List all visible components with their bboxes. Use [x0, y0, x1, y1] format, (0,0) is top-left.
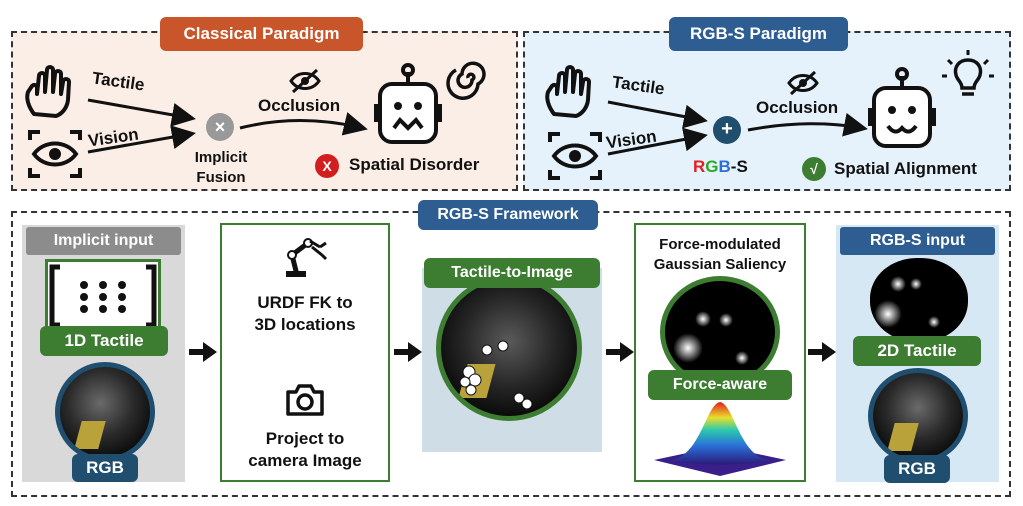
tactile-2d-label: 2D Tactile	[853, 336, 981, 366]
implicit-input-label: Implicit input	[26, 227, 181, 255]
projection-box	[220, 223, 390, 482]
hand-icon	[25, 65, 71, 118]
implicit-fusion-node: ×	[206, 113, 234, 141]
glow-2	[719, 313, 733, 327]
disorder-x-mark: X	[322, 158, 332, 174]
project-line2: camera Image	[248, 451, 362, 470]
tactile-1d-label: 1D Tactile	[40, 326, 168, 356]
arrow-2	[394, 342, 422, 362]
contact-points	[459, 340, 533, 410]
eye-icon-right	[548, 132, 602, 180]
project-text: Project to camera Image	[222, 428, 388, 472]
rgb-image-right	[868, 368, 968, 464]
urdf-line2: 3D locations	[254, 315, 356, 334]
rgbs-g: G	[705, 157, 719, 176]
gaussian-surface	[654, 402, 786, 476]
glow-3	[673, 333, 703, 363]
rgbs-framework-title: RGB-S Framework	[418, 200, 598, 230]
camera-icon	[286, 384, 324, 416]
glow-4	[735, 351, 749, 365]
robot-arm-icon	[286, 238, 328, 277]
hand-icon-right	[545, 65, 591, 118]
robot-confused-icon	[374, 63, 442, 144]
implicit-fusion-line2: Fusion	[196, 169, 246, 186]
spatial-alignment-label: Spatial Alignment	[834, 159, 977, 178]
rgb-label-right: RGB	[884, 455, 950, 483]
explicit-fusion-node: +	[713, 116, 741, 144]
arrow-4	[808, 342, 836, 362]
rgbs-input-label: RGB-S input	[840, 227, 995, 255]
glow-b	[910, 278, 922, 290]
arrow-3	[606, 342, 634, 362]
gripper-shape	[74, 421, 106, 449]
eye-icon	[28, 130, 82, 178]
rgbs-r: R	[693, 157, 706, 176]
force-aware-label: Force-aware	[648, 370, 792, 400]
fusion-x-mark: ×	[214, 117, 226, 137]
alignment-check-mark: √	[810, 161, 818, 177]
flow-arrows-left	[87, 98, 368, 154]
tactile-to-image-visual	[436, 275, 582, 421]
arrow-1	[189, 342, 217, 362]
glow-d	[928, 316, 940, 328]
fusion-plus-mark: +	[721, 118, 733, 140]
occlusion-label-right: Occlusion	[756, 98, 839, 117]
urdf-line1: URDF FK to	[257, 293, 353, 312]
lightbulb-icon	[942, 50, 994, 96]
rgbs-rest: -S	[730, 157, 748, 176]
rgbs-b: B	[718, 157, 731, 176]
disorder-x-badge: X	[315, 154, 339, 178]
gripper-shape	[887, 423, 919, 451]
rgbs-paradigm-title: RGB-S Paradigm	[669, 17, 848, 51]
urdf-fk-text: URDF FK to 3D locations	[222, 292, 388, 336]
spatial-disorder-label: Spatial Disorder	[349, 155, 480, 174]
eye-slash-icon	[289, 68, 321, 94]
eye-slash-icon-right	[787, 70, 819, 96]
saliency-line1: Force-modulated	[659, 236, 781, 253]
tactile-2d-map	[870, 258, 968, 342]
tactile-to-image-label: Tactile-to-Image	[424, 258, 600, 288]
implicit-fusion-line1: Implicit	[194, 149, 248, 166]
rgb-label-left: RGB	[72, 454, 138, 482]
classical-paradigm-title: Classical Paradigm	[160, 17, 363, 51]
project-line1: Project to	[265, 429, 345, 448]
glow-c	[874, 300, 902, 328]
glow-a	[890, 276, 906, 292]
implicit-fusion-label: Implicit Fusion	[186, 148, 256, 188]
rgbs-label: RGB-S	[693, 157, 748, 177]
saliency-line2: Gaussian Saliency	[653, 256, 787, 273]
alignment-check-badge: √	[802, 157, 826, 181]
flow-arrows-right	[607, 100, 868, 156]
rgb-image-left	[55, 362, 155, 462]
robot-happy-icon	[868, 67, 936, 148]
glow-1	[695, 311, 711, 327]
occlusion-label: Occlusion	[258, 96, 341, 115]
saliency-title: Force-modulated Gaussian Saliency	[636, 235, 804, 275]
spiral-icon	[446, 61, 486, 100]
tactile-sensor-grid	[49, 264, 157, 328]
